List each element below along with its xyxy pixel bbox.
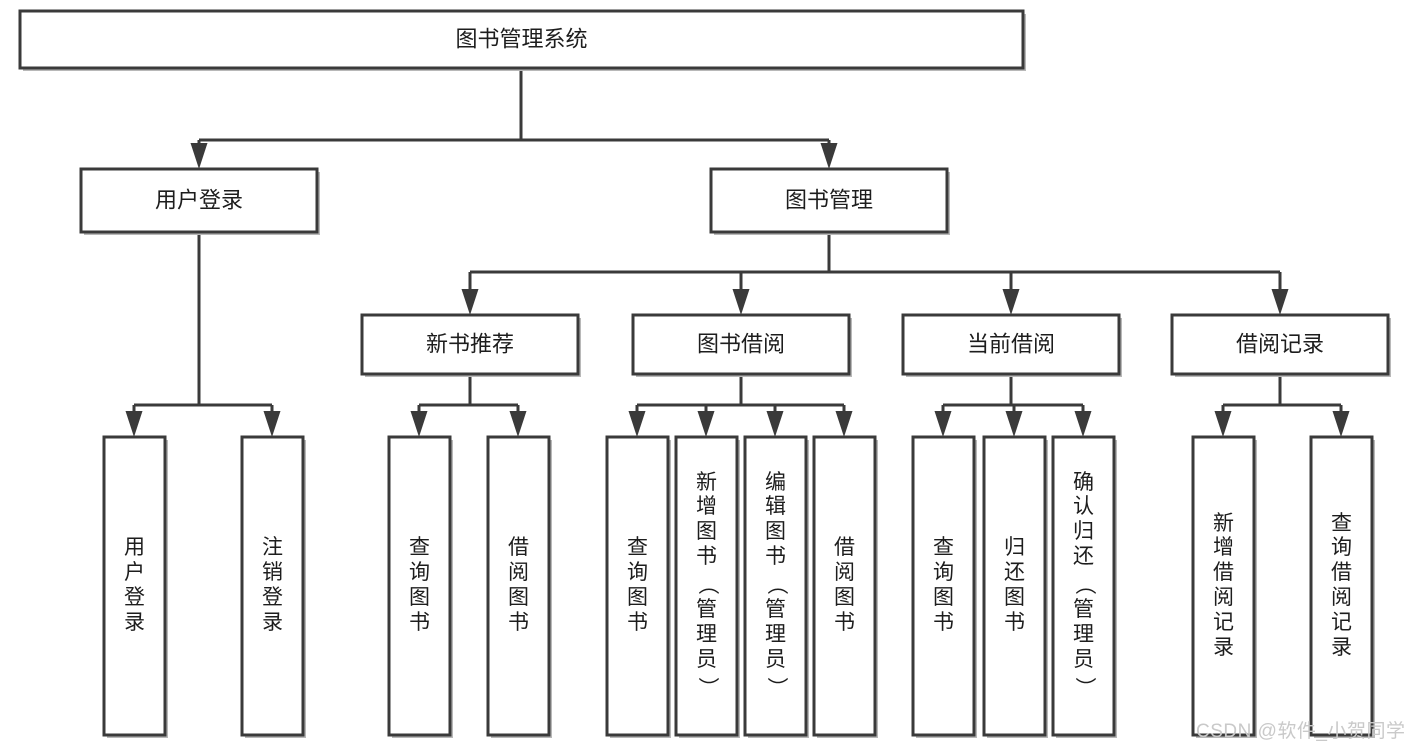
node-user-logout[interactable] bbox=[240, 435, 306, 738]
arrow-to-book-borrow-head bbox=[732, 289, 750, 315]
node-current-query-book[interactable] bbox=[911, 435, 977, 738]
bus-new-book bbox=[419, 374, 518, 407]
node-new-book-recommend[interactable] bbox=[360, 313, 581, 377]
node-box-borrow-edit-book[interactable] bbox=[743, 435, 808, 737]
node-record-add[interactable] bbox=[1191, 435, 1257, 738]
arrow-to-record-add bbox=[1214, 405, 1232, 437]
node-label-root: 图书管理系统 bbox=[455, 26, 587, 51]
node-box-new-book-recommend[interactable] bbox=[360, 313, 580, 376]
arrow-to-book-borrow bbox=[732, 272, 750, 315]
arrow-to-borrow-add-book-head bbox=[697, 411, 715, 437]
arrow-to-recommend-query-book bbox=[410, 405, 428, 437]
arrow-to-record-query bbox=[1332, 405, 1350, 437]
node-current-return-book[interactable] bbox=[982, 435, 1048, 738]
arrow-to-current-confirm-return-head bbox=[1074, 411, 1092, 437]
arrow-to-book-manage bbox=[820, 140, 838, 169]
arrow-to-recommend-borrow-book bbox=[509, 405, 527, 437]
node-borrow-query-book[interactable] bbox=[605, 435, 671, 738]
node-recommend-borrow-book[interactable] bbox=[486, 435, 552, 738]
arrow-to-borrow-edit-book bbox=[766, 405, 784, 437]
arrow-to-book-manage-head bbox=[820, 143, 838, 169]
node-box-current-query-book[interactable] bbox=[911, 435, 976, 737]
arrow-to-borrow-query-book bbox=[628, 405, 646, 437]
node-label-user-login: 用户登录 bbox=[155, 187, 243, 212]
arrow-to-current-query-book bbox=[934, 405, 952, 437]
node-borrow-record[interactable] bbox=[1170, 313, 1391, 377]
node-box-borrow-record[interactable] bbox=[1170, 313, 1390, 376]
arrows-layer bbox=[125, 140, 1350, 437]
arrow-to-record-query-head bbox=[1332, 411, 1350, 437]
node-recommend-query-book[interactable] bbox=[387, 435, 453, 738]
node-box-user-login[interactable] bbox=[79, 167, 319, 234]
node-book-borrow[interactable] bbox=[631, 313, 852, 377]
arrow-to-record-add-head bbox=[1214, 411, 1232, 437]
arrow-to-current-return-book bbox=[1005, 405, 1023, 437]
node-book-manage[interactable] bbox=[709, 167, 950, 235]
node-box-borrow-borrow-book[interactable] bbox=[812, 435, 877, 737]
node-box-borrow-query-book[interactable] bbox=[605, 435, 670, 737]
node-box-book-borrow[interactable] bbox=[631, 313, 851, 376]
node-label-book-manage: 图书管理 bbox=[785, 187, 873, 212]
connectors-layer bbox=[134, 68, 1341, 407]
arrow-to-user-logout bbox=[263, 405, 281, 437]
arrow-to-borrow-record-head bbox=[1271, 289, 1289, 315]
arrow-to-current-return-book-head bbox=[1005, 411, 1023, 437]
bus-root bbox=[199, 68, 829, 142]
bus-book-borrow bbox=[637, 374, 844, 407]
arrow-to-user-login-do bbox=[125, 405, 143, 437]
arrow-to-current-borrow-head bbox=[1002, 289, 1020, 315]
node-borrow-borrow-book[interactable] bbox=[812, 435, 878, 738]
arrow-to-recommend-borrow-book-head bbox=[509, 411, 527, 437]
node-label-borrow-record: 借阅记录 bbox=[1236, 331, 1324, 356]
arrow-to-borrow-edit-book-head bbox=[766, 411, 784, 437]
node-box-recommend-borrow-book[interactable] bbox=[486, 435, 551, 737]
arrow-to-new-book-recommend bbox=[461, 272, 479, 315]
node-current-confirm-return[interactable] bbox=[1051, 435, 1117, 738]
node-box-current-return-book[interactable] bbox=[982, 435, 1047, 737]
arrow-to-borrow-borrow-book bbox=[835, 405, 853, 437]
arrow-to-borrow-record bbox=[1271, 272, 1289, 315]
node-box-recommend-query-book[interactable] bbox=[387, 435, 452, 737]
arrow-to-current-confirm-return bbox=[1074, 405, 1092, 437]
node-box-current-confirm-return[interactable] bbox=[1051, 435, 1116, 737]
arrow-to-user-login bbox=[190, 140, 208, 169]
watermark-csdn: CSDN @软件_小贺同学 bbox=[1196, 721, 1405, 742]
bus-book-manage bbox=[470, 232, 1280, 274]
node-current-borrow[interactable] bbox=[901, 313, 1122, 377]
node-user-login-do[interactable] bbox=[102, 435, 168, 738]
arrow-to-current-query-book-head bbox=[934, 411, 952, 437]
arrow-to-borrow-query-book-head bbox=[628, 411, 646, 437]
bus-current-borrow bbox=[943, 374, 1083, 407]
node-borrow-edit-book[interactable] bbox=[743, 435, 809, 738]
arrow-to-recommend-query-book-head bbox=[410, 411, 428, 437]
arrow-to-borrow-add-book bbox=[697, 405, 715, 437]
arrow-to-user-logout-head bbox=[263, 411, 281, 437]
node-box-user-login-do[interactable] bbox=[102, 435, 167, 737]
arrow-to-borrow-borrow-book-head bbox=[835, 411, 853, 437]
node-box-book-manage[interactable] bbox=[709, 167, 949, 234]
node-box-record-add[interactable] bbox=[1191, 435, 1256, 737]
node-box-root[interactable] bbox=[18, 9, 1025, 70]
node-box-borrow-add-book[interactable] bbox=[674, 435, 739, 737]
bus-user-login bbox=[134, 232, 272, 407]
node-box-user-logout[interactable] bbox=[240, 435, 305, 737]
node-box-current-borrow[interactable] bbox=[901, 313, 1121, 376]
arrow-to-new-book-recommend-head bbox=[461, 289, 479, 315]
arrow-to-user-login-do-head bbox=[125, 411, 143, 437]
node-user-login[interactable] bbox=[79, 167, 320, 235]
node-borrow-add-book[interactable] bbox=[674, 435, 740, 738]
arrow-to-user-login-head bbox=[190, 143, 208, 169]
node-box-record-query[interactable] bbox=[1309, 435, 1374, 737]
node-label-book-borrow: 图书借阅 bbox=[697, 331, 785, 356]
node-label-current-borrow: 当前借阅 bbox=[967, 331, 1055, 356]
node-root[interactable] bbox=[18, 9, 1026, 71]
bus-borrow-record bbox=[1223, 374, 1341, 407]
arrow-to-current-borrow bbox=[1002, 272, 1020, 315]
node-label-new-book-recommend: 新书推荐 bbox=[426, 331, 514, 356]
node-record-query[interactable] bbox=[1309, 435, 1375, 738]
